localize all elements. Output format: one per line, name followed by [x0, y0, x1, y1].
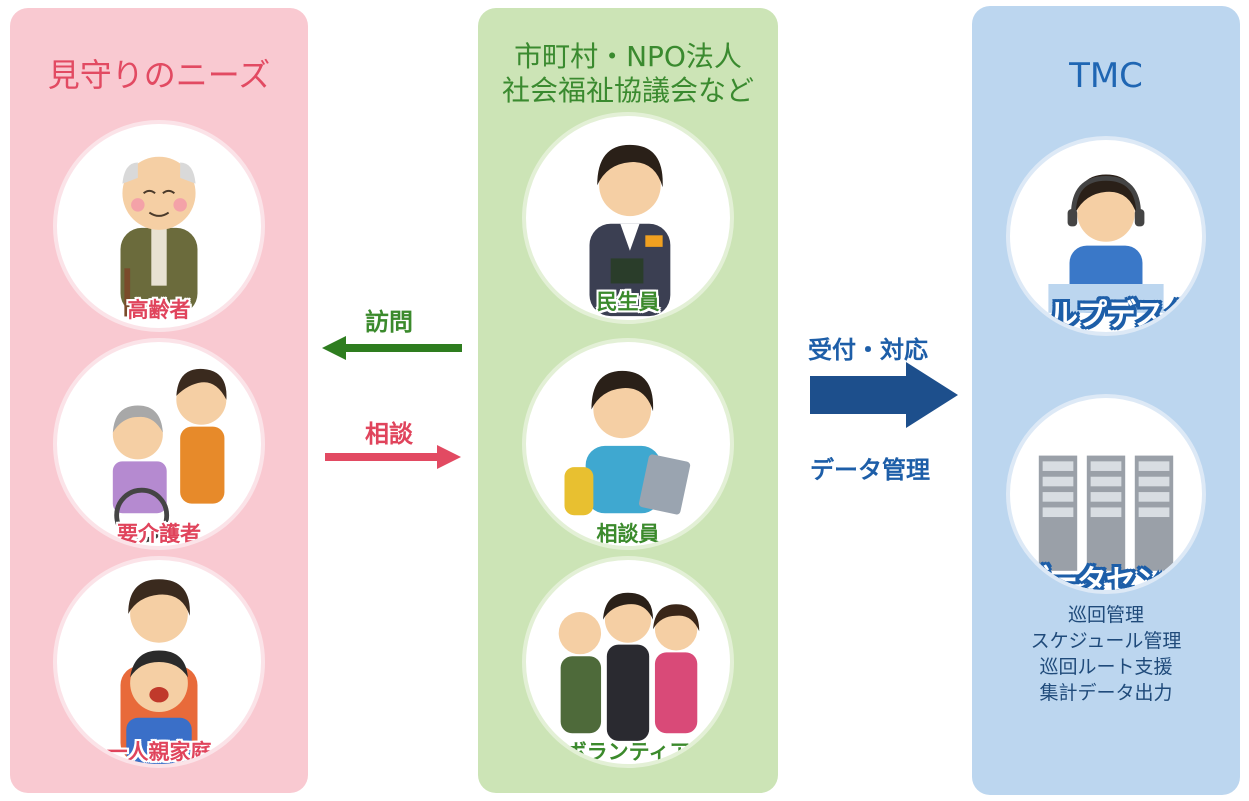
tmc-flow-arrow — [810, 362, 958, 428]
consult-label: 相談 — [365, 420, 413, 448]
needs-panel: 見守りのニーズ 高齢者 要介護者 — [10, 8, 308, 793]
elderly-circle: 高齢者 — [53, 120, 265, 332]
consult-arrow-right — [325, 445, 461, 469]
visit-label: 訪問 — [365, 308, 413, 336]
tmc-panel-title: TMC — [1069, 56, 1143, 96]
tmc-panel: TMC ヘルプデスク データセンタ — [972, 6, 1240, 795]
reception-label: 受付・対応 — [808, 336, 928, 364]
function-patrol-management: 巡回管理 — [1067, 604, 1144, 626]
volunteers-group-icon — [558, 592, 700, 741]
care-receiver-circle: 要介護者 — [53, 338, 265, 550]
care-receiver-label: 要介護者 — [117, 522, 201, 546]
welfare-commissioner-icon — [589, 144, 671, 317]
datacenter-function-list: 巡回管理 スケジュール管理 巡回ルート支援 集計データ出力 — [972, 602, 1240, 706]
datacenter-label: データセンター — [1019, 564, 1194, 594]
helpdesk-circle: ヘルプデスク — [1006, 136, 1206, 336]
counselor-icon — [564, 370, 691, 516]
elderly-label: 高齢者 — [127, 298, 191, 322]
volunteer-label: ボランティア — [565, 740, 691, 764]
commissioner-label: 民生員 — [596, 290, 660, 314]
needs-panel-title: 見守りのニーズ — [47, 56, 271, 94]
data-management-label: データ管理 — [810, 456, 930, 484]
wheelchair-caregiver-icon — [112, 368, 227, 543]
helpdesk-label: ヘルプデスク — [1019, 298, 1194, 333]
organizations-panel-title: 市町村・NPO法人 社会福祉協議会など — [478, 40, 778, 107]
elderly-person-icon — [120, 156, 198, 317]
counselor-circle: 相談員 — [522, 338, 734, 550]
function-route-support: 巡回ルート支援 — [1039, 656, 1173, 678]
visit-arrow-left — [322, 336, 462, 360]
single-parent-circle: 一人親家庭 — [53, 556, 265, 768]
counselor-label: 相談員 — [596, 522, 660, 546]
organizations-title-line1: 市町村・NPO法人 — [514, 40, 742, 73]
function-schedule-management: スケジュール管理 — [1030, 630, 1182, 652]
organizations-title-line2: 社会福祉協議会など — [501, 73, 754, 107]
single-parent-label: 一人親家庭 — [106, 740, 212, 764]
function-data-output: 集計データ出力 — [1039, 682, 1173, 704]
organizations-panel: 市町村・NPO法人 社会福祉協議会など 民生員 相談員 — [478, 8, 778, 793]
server-rack-icon — [1038, 455, 1174, 571]
volunteer-circle: ボランティア — [522, 556, 734, 768]
datacenter-circle: データセンター — [1006, 394, 1206, 594]
helpdesk-operator-icon — [1048, 174, 1164, 313]
parent-child-icon — [120, 579, 198, 764]
commissioner-circle: 民生員 — [522, 112, 734, 324]
